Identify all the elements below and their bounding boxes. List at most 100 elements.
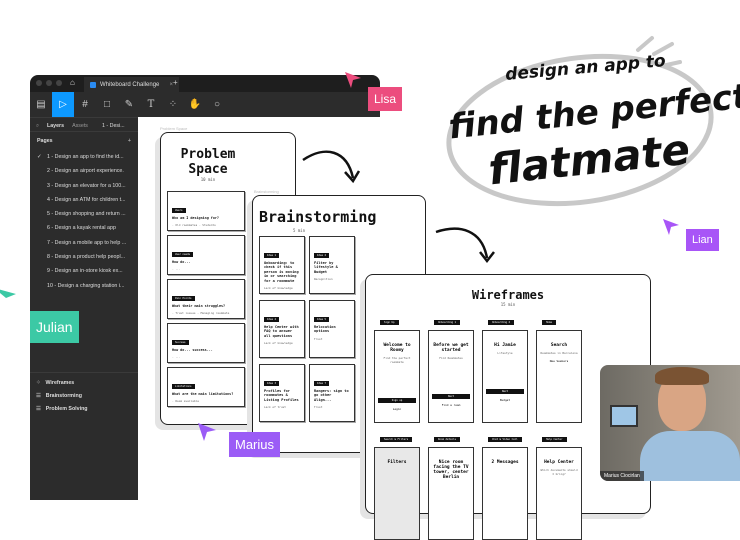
lian-cursor-icon: [663, 219, 679, 235]
wireframe-screen[interactable]: 2 Messages: [482, 447, 528, 540]
screen-label: Onboarding 1: [434, 320, 461, 325]
screen-label: Home: [542, 320, 557, 325]
tab-assets[interactable]: Assets: [72, 123, 88, 129]
card-tag: User needs: [172, 252, 194, 257]
page-item[interactable]: 9 - Design an in-store kiosk ex...: [30, 264, 138, 278]
card-title: Profiles for roommates & Listing Profile…: [264, 389, 299, 402]
video-call-tile[interactable]: Marius Ciocirlan: [600, 365, 740, 481]
home-icon[interactable]: ⌂: [70, 78, 75, 87]
screen-subtitle: Roommates in Barcelona: [540, 351, 578, 355]
shape-tool-icon[interactable]: □: [103, 99, 111, 110]
page-item[interactable]: ✓1 - Design an app to find the id...: [30, 150, 138, 164]
page-item-label: 4 - Design an ATM for children t...: [47, 196, 126, 203]
pages-heading: Pages: [37, 138, 53, 144]
card-title: Relocation options: [314, 325, 336, 334]
text-tool-icon[interactable]: T: [147, 99, 155, 110]
screen-link[interactable]: New Seekers: [549, 359, 569, 363]
window-controls[interactable]: [36, 80, 62, 86]
card-tag: Limitations: [172, 384, 195, 389]
add-page-button[interactable]: +: [127, 138, 131, 144]
layer-item[interactable]: ☰Brainstorming: [30, 390, 138, 403]
page-item-label: 10 - Design a charging station i...: [47, 282, 125, 289]
cursor-label-julian: Julian: [30, 311, 79, 343]
card-title: Rangers: sign to go other Align...: [314, 389, 349, 402]
screen-title: Before we get started: [433, 343, 469, 353]
search-icon[interactable]: ⌕: [36, 123, 39, 129]
screen-link[interactable]: Budget: [499, 398, 511, 402]
screen-subtitle: Find the perfect roommate: [383, 356, 411, 364]
tab-close-button[interactable]: ×: [169, 81, 173, 88]
card-tag: Idea 1: [264, 253, 280, 258]
page-item[interactable]: 6 - Design a kayak rental app: [30, 221, 138, 235]
frame-title-2: Space: [188, 162, 228, 177]
card-tag: Idea 4: [264, 317, 280, 322]
main-menu-icon[interactable]: ▤: [36, 99, 46, 110]
card-tag: Idea 3: [264, 381, 280, 386]
screen-title: 2 Messages: [491, 460, 519, 465]
card-tag: Idea 7: [314, 381, 330, 386]
page-item[interactable]: 7 - Design a mobile app to help ...: [30, 236, 138, 250]
card-subtitle: - Trust issues - Managing roommate: [172, 311, 230, 316]
frame-tool-icon[interactable]: #: [82, 99, 88, 110]
sticky-card[interactable]: Idea 7 Rangers: sign to go other Align...…: [309, 364, 355, 422]
card-tag: Idea 2: [314, 253, 330, 258]
page-selector[interactable]: 1 - Desi...: [101, 123, 125, 129]
comment-tool-icon[interactable]: ○: [213, 99, 221, 110]
resources-icon[interactable]: ⁘: [168, 99, 178, 110]
layer-item[interactable]: ☰ Problem Solving: [30, 403, 138, 416]
layer-item[interactable]: ⁘Wireframes: [30, 377, 138, 390]
person-hair: [655, 367, 709, 385]
card-title: How do... success...: [172, 348, 213, 352]
layer-item-label: Problem Solving: [45, 406, 88, 412]
pen-tool-icon[interactable]: ✎: [124, 99, 134, 110]
hand-tool-icon[interactable]: ✋: [188, 99, 202, 110]
screen-button[interactable]: Next: [432, 394, 470, 399]
card-subtitle: Lack of knowledge: [264, 341, 293, 346]
sticky-card[interactable]: Idea 4 Help Center with FAQ to answer all…: [259, 300, 305, 358]
screen-button[interactable]: Sign up: [378, 398, 416, 403]
figjam-file-icon: [90, 81, 96, 88]
screen-link[interactable]: Find a room: [441, 403, 461, 407]
screen-subtitle: Which documents should I bring?: [540, 468, 578, 476]
page-item[interactable]: 3 - Design an elevator for a 100...: [30, 179, 138, 193]
card-title: Who am I designing for?: [172, 216, 219, 220]
layer-item-label: Wireframes: [45, 380, 75, 386]
wireframe-screen[interactable]: Nice room facing the TV tower, center Be…: [428, 447, 474, 540]
page-item[interactable]: 4 - Design an ATM for children t...: [30, 193, 138, 207]
section-icon: ☰: [36, 406, 41, 412]
card-subtitle: - Room available: [172, 399, 199, 404]
move-tool-icon[interactable]: ▷: [52, 92, 74, 117]
wireframe-screen[interactable]: Filters: [374, 447, 420, 540]
sticky-card[interactable]: Idea 3 Profiles for roommates & Listing P…: [259, 364, 305, 422]
screen-button[interactable]: Next: [486, 389, 524, 394]
screen-label: Onboarding 2: [488, 320, 515, 325]
video-name-label: Marius Ciocirlan: [600, 471, 644, 481]
card-subtitle: Lack of trust: [264, 405, 286, 410]
person-shirt: [640, 431, 740, 481]
page-item-label: 1 - Design an app to find the id...: [47, 154, 124, 160]
page-item[interactable]: 10 - Design a charging station i...: [30, 279, 138, 293]
screen-link[interactable]: Login: [392, 407, 402, 411]
new-tab-button[interactable]: +: [173, 78, 178, 87]
screen-label: Help Center: [542, 437, 567, 442]
screen-label: Room details: [434, 437, 461, 442]
page-item[interactable]: 2 - Design an airport experience.: [30, 164, 138, 178]
page-item[interactable]: 8 - Design a product help peopl...: [30, 250, 138, 264]
card-title: Help Center with FAQ to answer all quest…: [264, 325, 299, 338]
tab-whiteboard-challenge[interactable]: Whiteboard Challenge ×: [84, 77, 179, 92]
tab-layers[interactable]: Layers: [46, 123, 65, 129]
page-item[interactable]: 5 - Design shopping and return ...: [30, 207, 138, 221]
